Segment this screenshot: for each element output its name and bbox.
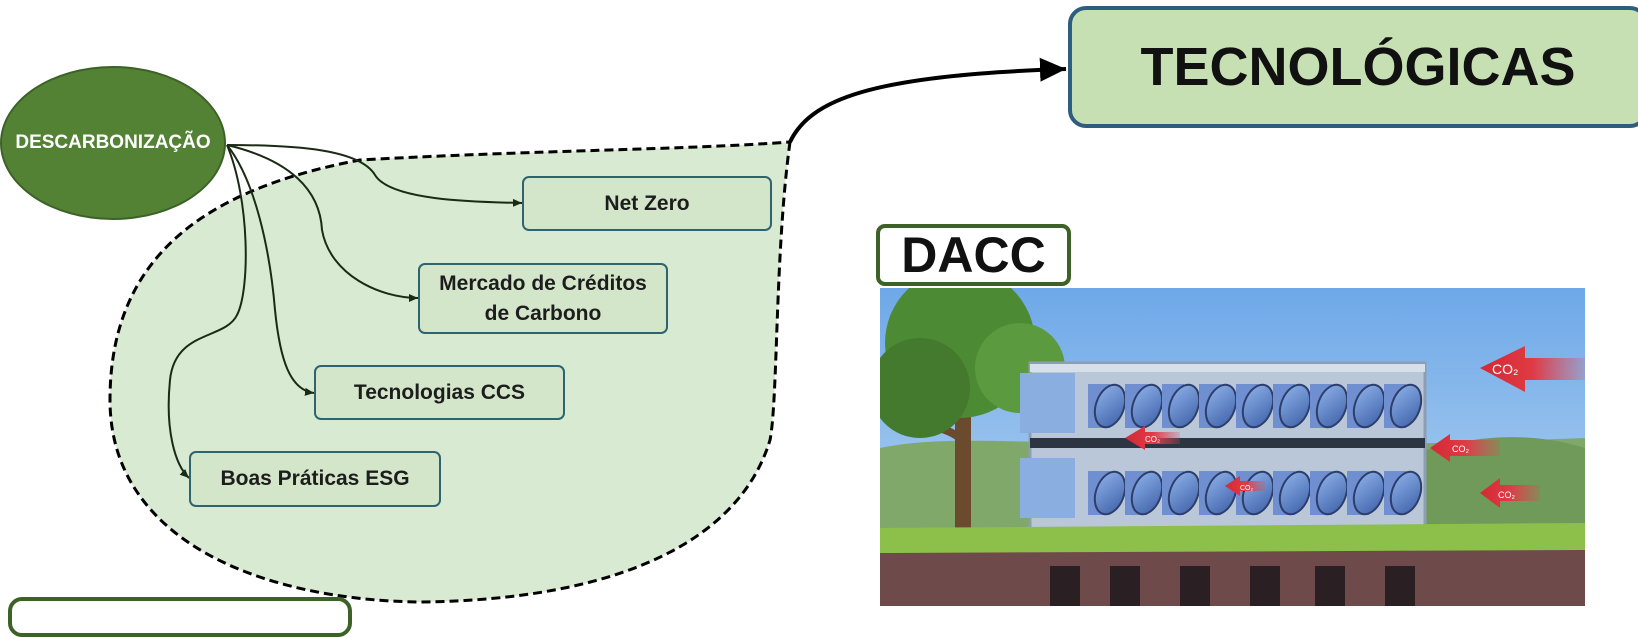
fan-face — [1204, 470, 1238, 516]
soil — [880, 550, 1585, 606]
co2-label: CO₂ — [1492, 361, 1518, 377]
branch-label: Net Zero — [604, 191, 690, 215]
connector-net-zero — [226, 144, 523, 207]
fan-face — [1389, 383, 1423, 429]
fan-face — [1241, 383, 1275, 429]
fan-face — [1315, 470, 1349, 516]
partial-box-bottom — [8, 597, 352, 637]
co2-label: CO₂ — [1145, 435, 1160, 444]
dacc-label-box: DACC — [876, 224, 1071, 286]
fan-face — [1093, 470, 1127, 516]
connector-mercado — [226, 144, 419, 302]
connector-ccs — [226, 144, 315, 396]
root-node-descarbonizacao: DESCARBONIZAÇÃO — [0, 66, 226, 220]
co2-label: CO₂ — [1452, 444, 1470, 454]
grass — [880, 523, 1585, 556]
branch-label: Mercado de Créditos de Carbono — [439, 272, 647, 325]
root-node-label: DESCARBONIZAÇÃO — [15, 132, 211, 153]
co2-label: CO₂ — [1498, 490, 1516, 500]
tecnologicas-label: TECNOLÓGICAS — [1140, 37, 1576, 97]
fan-face — [1278, 383, 1312, 429]
tecnologicas-box: TECNOLÓGICAS — [1068, 6, 1638, 128]
co2-label: CO₂ — [1240, 485, 1254, 492]
fan-face — [1389, 470, 1423, 516]
fan-face — [1167, 383, 1201, 429]
branch-label: Boas Práticas ESG — [220, 467, 410, 491]
branch-tecnologias-ccs: Tecnologias CCS — [314, 365, 565, 420]
fan-face — [1130, 470, 1164, 516]
fan-face — [1130, 383, 1164, 429]
arrow-to-tecnologicas — [788, 57, 1067, 143]
fan-face — [1093, 383, 1127, 429]
fan-face — [1167, 470, 1201, 516]
fan-face — [1315, 383, 1349, 429]
dacc-illustration: CO₂ CO₂ CO₂ CO₂ CO₂ — [880, 288, 1585, 606]
branch-net-zero: Net Zero — [522, 176, 772, 231]
fan-face — [1278, 470, 1312, 516]
fan-face — [1352, 470, 1386, 516]
fan-array — [1088, 383, 1423, 516]
branch-boas-praticas-esg: Boas Práticas ESG — [189, 451, 441, 507]
right-hill — [1400, 437, 1585, 528]
fan-face — [1204, 383, 1238, 429]
branch-mercado-creditos: Mercado de Créditos de Carbono — [418, 263, 668, 334]
co2-arrows: CO₂ CO₂ CO₂ CO₂ CO₂ — [1125, 346, 1585, 508]
branch-label: Tecnologias CCS — [353, 380, 526, 404]
connector-esg — [167, 144, 247, 479]
dacc-label: DACC — [901, 227, 1046, 283]
fan-face — [1352, 383, 1386, 429]
